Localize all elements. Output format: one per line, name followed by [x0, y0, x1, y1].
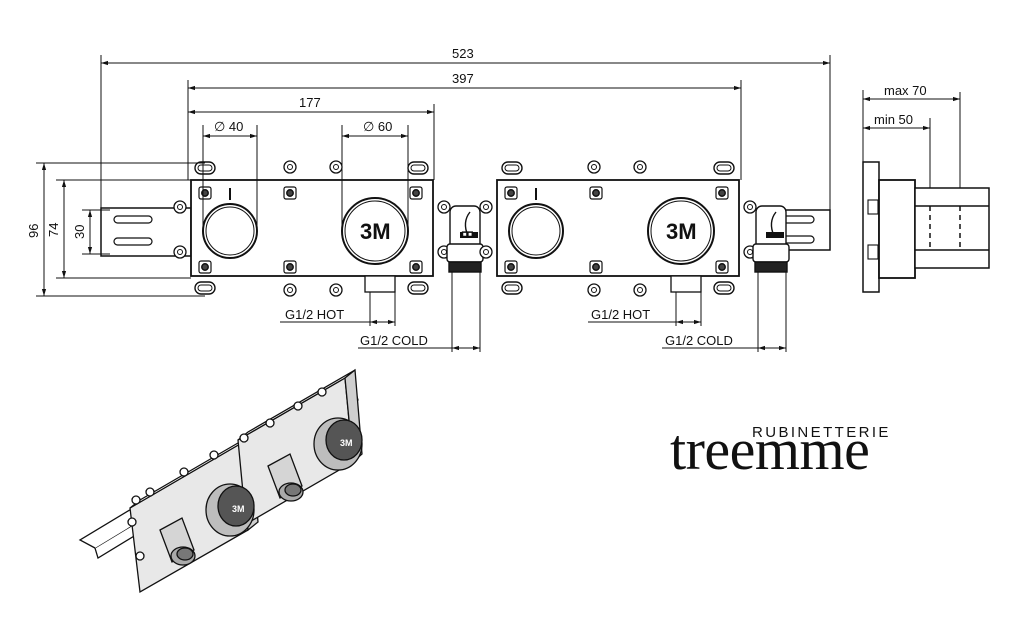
dim-height-inner: 74 [46, 223, 61, 237]
side-view [862, 90, 990, 293]
dim-depth-max: max 70 [884, 83, 927, 98]
brand-subtitle: RUBINETTERIE [752, 424, 891, 441]
dim-body-span: 397 [452, 71, 474, 86]
front-view-left-unit [100, 160, 451, 297]
cartridge-label-right: 3M [666, 219, 697, 244]
label-cold-left: G1/2 COLD [360, 333, 428, 348]
label-hot-right: G1/2 HOT [591, 307, 650, 322]
dim-overall-width: 523 [452, 46, 474, 61]
brand-name: treemme [670, 417, 870, 482]
dim-slot-height: 30 [72, 225, 87, 239]
dimension-lines [36, 55, 831, 352]
iso-cartridge-label-right: 3M [340, 438, 353, 448]
dim-half-span: 177 [299, 95, 321, 110]
label-hot-left: G1/2 HOT [285, 307, 344, 322]
iso-cartridge-label-left: 3M [232, 504, 245, 514]
dim-dia-large: ∅ 60 [363, 119, 392, 134]
svg-text:■■: ■■ [462, 229, 473, 239]
dim-height-outer: 96 [26, 224, 41, 238]
isometric-view-icon [78, 368, 363, 594]
dim-depth-min: min 50 [874, 112, 913, 127]
cartridge-label-left: 3M [360, 219, 391, 244]
elbow-connector-left: ■■ [446, 205, 484, 273]
label-cold-right: G1/2 COLD [665, 333, 733, 348]
dim-dia-small: ∅ 40 [214, 119, 243, 134]
elbow-connector-right [752, 205, 790, 273]
